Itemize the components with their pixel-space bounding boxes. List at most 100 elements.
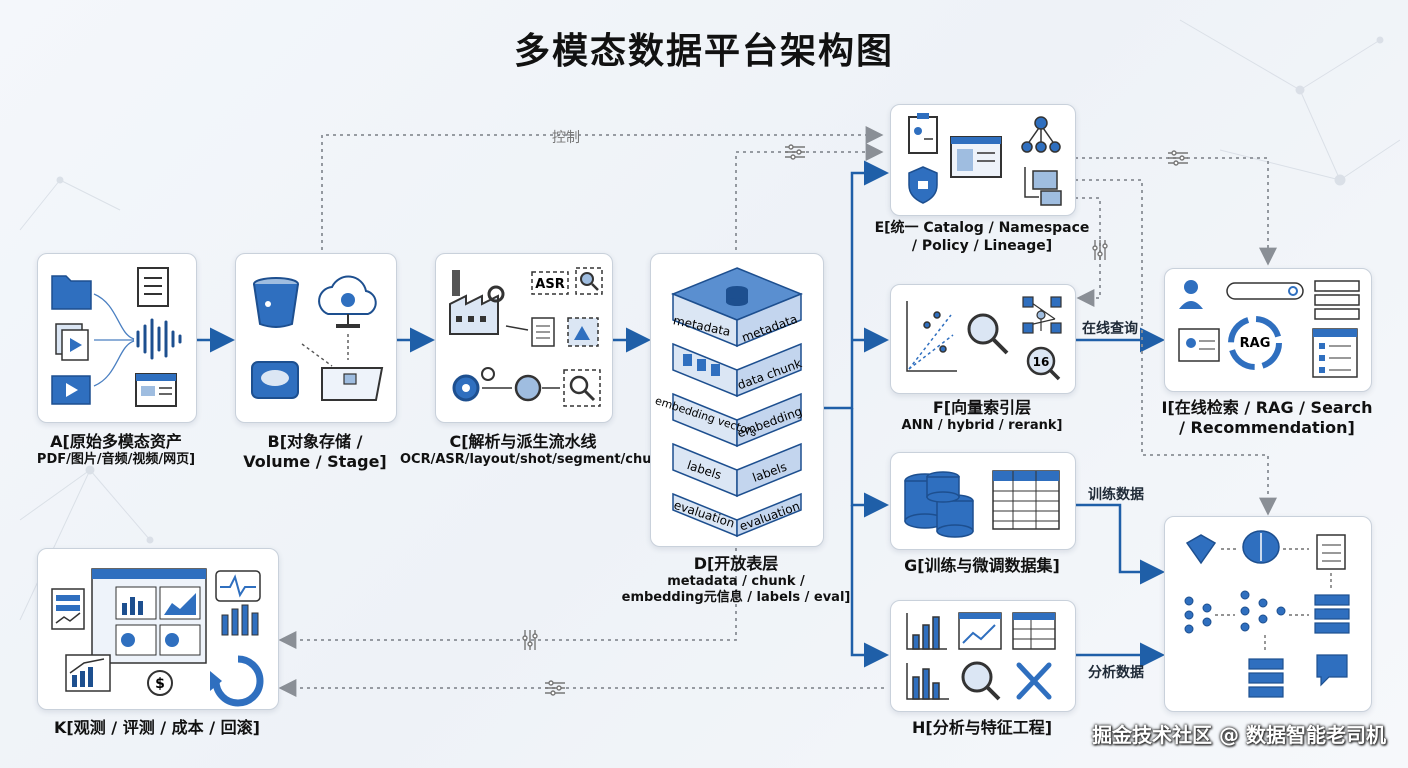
bar-chart-2-icon [906, 663, 949, 700]
node-i-online-retrieval[interactable]: RAG [1164, 268, 1372, 392]
node-b-title: B[对象存储 / [267, 432, 363, 451]
node-d-stack: metadata metadata data chunk embedding v… [654, 267, 804, 538]
film-icon [51, 375, 91, 405]
slider-icons [522, 144, 1188, 696]
asr-box: ASR [531, 271, 569, 295]
layout-icon [567, 317, 599, 347]
table-grid-icon [992, 470, 1060, 530]
dashboard-icon [958, 612, 1002, 650]
node-d-open-table-layer[interactable]: metadata metadata data chunk embedding v… [650, 253, 824, 547]
edge-d-e-meta [735, 143, 884, 250]
node-i-label: I[在线检索 / RAG / Search / Recommendation] [1140, 398, 1394, 438]
node-b-object-storage[interactable] [235, 253, 397, 423]
search-icon [575, 267, 603, 295]
pipeline-arrows [482, 325, 560, 389]
watermark: 掘金技术社区 @ 数据智能老司机 [1092, 723, 1386, 747]
disk-icon [251, 361, 299, 399]
edge-d-e [824, 160, 889, 410]
gem-icon [1185, 534, 1217, 565]
node-c-title: C[解析与派生流水线 [449, 432, 597, 451]
layer-embedding: embedding vectors embedding [654, 392, 804, 448]
node-a-icons [51, 267, 182, 407]
hierarchy-icon [1021, 116, 1061, 153]
node-h-analytics[interactable] [890, 600, 1076, 712]
rollback-icon [210, 655, 264, 707]
node-a-subtitle: PDF/图片/音频/视频/网页] [36, 452, 196, 467]
node-k-icons: $ [51, 568, 264, 707]
tools-icon [1016, 662, 1052, 700]
node-a-title: A[原始多模态资产 [50, 432, 182, 451]
node-e-label: E[统一 Catalog / Namespace / Policy / Line… [870, 220, 1094, 255]
document-icon [1316, 534, 1346, 570]
sliders-icon [785, 144, 805, 160]
browser-icon [950, 136, 1002, 178]
node-i-icons: RAG [1178, 280, 1360, 378]
node-c-label: C[解析与派生流水线 OCR/ASR/layout/shot/segment/c… [400, 432, 676, 468]
node-j-ml-platform[interactable] [1164, 516, 1372, 712]
panel-icon [51, 588, 85, 630]
node-e-catalog[interactable] [890, 104, 1076, 216]
node-h-icons [906, 612, 1056, 701]
edge-e-i [1075, 157, 1277, 266]
node-j-connectors [1215, 548, 1332, 653]
node-f-subtitle: ANN / hybrid / rerank] [901, 418, 1063, 433]
shield-lock-icon [908, 166, 938, 204]
node-c-subtitle: OCR/ASR/layout/shot/segment/chunk] [400, 452, 676, 467]
background-network [19, 19, 1401, 621]
clipboard-icon [908, 113, 938, 154]
dotted-arrows [278, 126, 1277, 697]
magnifier-icon [563, 369, 601, 407]
doc-chunk-icon [531, 317, 555, 347]
video-stack-icon [55, 323, 89, 361]
node-h-label: H[分析与特征工程] [870, 718, 1094, 738]
node-k-label: K[观测 / 评测 / 成本 / 回滚] [17, 718, 297, 738]
layer-evaluation: evaluation evaluation [672, 492, 802, 538]
sliders-icon [545, 680, 565, 696]
magnifier-icon [967, 313, 1009, 355]
node-c-icons: ASR [449, 267, 603, 407]
trend-chart-icon [65, 654, 111, 692]
node-f-vector-index[interactable]: 16 [890, 284, 1076, 394]
edge-d-k [278, 548, 737, 649]
node-a-raw-assets[interactable] [37, 253, 197, 423]
dashboard-window-icon [91, 568, 207, 664]
node-f-icons: 16 [906, 296, 1062, 381]
webpage-icon [135, 373, 177, 407]
open-folder-icon [321, 367, 384, 401]
results-panel-icon [1312, 328, 1358, 378]
node-g-training-datasets[interactable] [890, 452, 1076, 550]
badge-magnifier-icon: 16 [1026, 346, 1061, 381]
node-b-label: B[对象存储 / Volume / Stage] [225, 432, 405, 472]
folder-icon [51, 275, 92, 310]
node-a-label: A[原始多模态资产 PDF/图片/音频/视频/网页] [17, 432, 215, 468]
dollar-icon: $ [147, 670, 173, 696]
node-b-subtitle: Volume / Stage] [243, 452, 387, 471]
asr-text: ASR [535, 277, 564, 292]
neural-net-icon [1184, 590, 1286, 634]
node-c-parsing-pipeline[interactable]: ASR [435, 253, 613, 423]
magnifier-chart-icon [961, 661, 1001, 701]
factory-icon [449, 270, 499, 335]
node-i-title: I[在线检索 / RAG / Search [1161, 398, 1373, 417]
bar-chart-icon [906, 613, 947, 650]
search-bar-icon [1226, 282, 1304, 300]
rag-cycle-icon: RAG [1228, 316, 1282, 370]
folder-tree-icon [1024, 167, 1062, 206]
scatter-axis-icon [906, 301, 957, 372]
server-stack-icon [1314, 594, 1350, 634]
evaluation-left-text: evaluation [672, 498, 736, 531]
sliders-icon [522, 630, 538, 650]
profile-card-icon [1178, 328, 1220, 362]
node-k-observability[interactable]: $ [37, 548, 279, 710]
evaluation-right-text: evaluation [738, 499, 802, 534]
gears-icon [452, 367, 495, 402]
sliders-icon [1092, 240, 1108, 260]
node-j-icons [1184, 530, 1350, 698]
node-b-icons [251, 275, 384, 401]
connector-arrows [301, 334, 349, 367]
node-f-title: F[向量索引层 [932, 398, 1032, 417]
node-g-icons [904, 470, 1060, 538]
audio-waveform-icon [136, 318, 182, 360]
page-title: 多模态数据平台架构图 [513, 31, 894, 72]
